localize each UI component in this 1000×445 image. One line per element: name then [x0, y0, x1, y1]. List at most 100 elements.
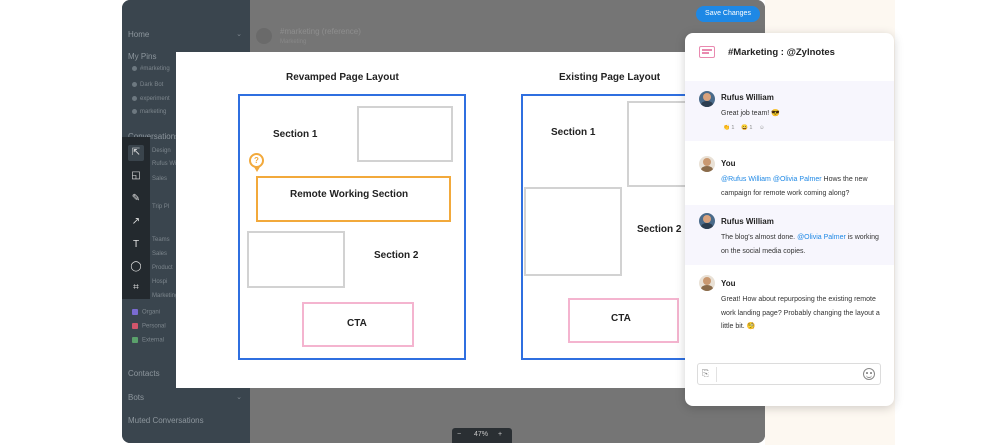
reaction-chip[interactable]: 👏 1 [723, 125, 735, 131]
avatar[interactable] [699, 91, 715, 107]
notes-icon [699, 46, 715, 58]
conversation-item[interactable]: Teams [152, 237, 170, 243]
organization-item[interactable]: Organi [132, 309, 160, 316]
sidebar-pin-item[interactable]: marketing [132, 109, 166, 115]
conversation-item[interactable]: Trip Pl [152, 204, 170, 210]
message-sender: You [721, 159, 736, 168]
conversation-item[interactable]: Product [152, 265, 173, 271]
pin-dot-icon [132, 66, 137, 71]
message-text: Great! How about repurposing the existin… [721, 296, 880, 330]
sidebar-contacts[interactable]: Contacts [128, 369, 160, 378]
placeholder-box[interactable] [524, 187, 622, 276]
reaction-chip[interactable]: 😄 1 [740, 125, 753, 131]
section-1-label: Section 1 [551, 127, 596, 138]
pin-dot-icon [132, 82, 137, 87]
pin-dot-icon [132, 96, 137, 101]
remote-working-section-box[interactable] [256, 176, 451, 222]
placeholder-box[interactable] [357, 106, 453, 162]
mention-link[interactable]: @Olivia Palmer [772, 176, 822, 183]
message-text: The blog's almost done. @Olivia Palmer i… [721, 234, 879, 255]
comment-tool-icon[interactable]: ◯ [130, 261, 142, 272]
avatar[interactable] [699, 156, 715, 172]
attachment-icon[interactable]: ⎘ [702, 368, 710, 378]
revamped-layout-frame[interactable] [238, 94, 466, 360]
sidebar-muted[interactable]: Muted Conversations [128, 416, 204, 425]
conversation-item[interactable]: Marketing [152, 293, 179, 299]
cta-box[interactable] [568, 298, 679, 343]
chat-header: #Marketing : @Zylnotes [685, 33, 894, 73]
org-color-icon [132, 323, 138, 329]
org-color-icon [132, 337, 138, 343]
organization-item[interactable]: External [132, 337, 164, 344]
channel-avatar-icon [256, 28, 272, 44]
org-color-icon [132, 309, 138, 315]
zoom-control: − 47% + [452, 428, 512, 443]
message-composer: ⎘ [697, 363, 881, 385]
pin-dot-icon [132, 109, 137, 114]
mention-link[interactable]: @Rufus William [721, 176, 771, 183]
existing-layout-heading: Existing Page Layout [559, 72, 661, 83]
mention-link[interactable]: @Olivia Palmer [797, 234, 846, 241]
message-sender: You [721, 279, 736, 288]
annotation-toolbar: ⇱ ◱ ✎ ↗ T ◯ ⌗ [122, 137, 150, 299]
chat-message: Rufus William The blog's almost done. @O… [685, 205, 894, 265]
app-window: Home ⌄ My Pins #marketing Dark Bot exper… [122, 0, 765, 443]
conversation-item[interactable]: Sales [152, 176, 168, 182]
message-sender: Rufus William [721, 217, 774, 226]
emoji-icon[interactable] [863, 368, 875, 380]
whiteboard-canvas[interactable]: Revamped Page Layout Existing Page Layou… [176, 52, 697, 388]
chevron-down-icon[interactable]: ⌄ [236, 394, 242, 401]
arrow-tool-icon[interactable]: ↗ [131, 216, 141, 227]
section-1-label: Section 1 [273, 129, 318, 140]
conversation-item[interactable]: Rufus Will [152, 161, 180, 167]
conversation-item[interactable]: Sales [152, 251, 168, 257]
zoom-level: 47% [474, 431, 489, 438]
cta-box[interactable] [302, 302, 414, 347]
comment-pin-icon[interactable]: ? [249, 153, 264, 168]
revamped-layout-heading: Revamped Page Layout [286, 72, 399, 83]
sidebar-pin-item[interactable]: #marketing [132, 66, 170, 72]
section-2-label: Section 2 [637, 224, 682, 235]
text-tool-icon[interactable]: T [132, 239, 140, 250]
conversation-item[interactable]: Hospi [152, 279, 168, 285]
sidebar-home[interactable]: Home [128, 30, 150, 39]
chat-message: You Great! How about repurposing the exi… [685, 269, 894, 341]
crop-tool-icon[interactable]: ⌗ [133, 282, 139, 293]
chat-message: Rufus William Great job team! 😎 👏 1 😄 1 … [685, 81, 894, 141]
save-changes-button[interactable]: Save Changes [696, 6, 760, 22]
message-sender: Rufus William [721, 93, 774, 102]
zoom-in-button[interactable]: + [498, 431, 503, 438]
section-2-label: Section 2 [374, 250, 419, 261]
avatar[interactable] [699, 213, 715, 229]
chat-message: You @Rufus William @Olivia Palmer Hows t… [685, 149, 894, 205]
add-reaction-icon[interactable]: ☺ [758, 125, 765, 131]
cta-label: CTA [611, 313, 631, 324]
chevron-down-icon[interactable]: ⌄ [236, 31, 242, 38]
composer-divider [716, 367, 717, 382]
select-tool-icon[interactable]: ⇱ [128, 145, 144, 161]
pen-tool-icon[interactable]: ✎ [131, 193, 141, 204]
sidebar-bots[interactable]: Bots [128, 393, 145, 402]
shapes-tool-icon[interactable]: ◱ [131, 170, 141, 181]
channel-subtitle: Marketing [280, 39, 307, 45]
sidebar-pin-item[interactable]: experiment [132, 96, 170, 102]
message-text: @Rufus William @Olivia Palmer Hows the n… [721, 176, 868, 197]
comment-pin-tail [254, 167, 260, 172]
cta-label: CTA [347, 318, 367, 329]
conversation-item[interactable]: Design [152, 148, 171, 154]
sidebar-my-pins[interactable]: My Pins [128, 52, 157, 61]
reaction-bar: 👏 1 😄 1 ☺ [723, 125, 770, 131]
channel-title: #marketing (reference) [280, 27, 361, 36]
zoom-out-button[interactable]: − [457, 431, 462, 438]
message-text: Great job team! 😎 [721, 110, 780, 117]
sidebar-conversations[interactable]: Conversations [128, 132, 180, 141]
sidebar-pin-item[interactable]: Dark Bot [132, 82, 163, 88]
avatar[interactable] [699, 275, 715, 291]
remote-working-label: Remote Working Section [290, 189, 409, 200]
chat-panel: #Marketing : @Zylnotes Rufus William Gre… [685, 33, 894, 406]
placeholder-box[interactable] [247, 231, 345, 288]
chat-title: #Marketing : @Zylnotes [728, 47, 835, 58]
organization-item[interactable]: Personal [132, 323, 166, 330]
message-input[interactable] [720, 367, 860, 382]
